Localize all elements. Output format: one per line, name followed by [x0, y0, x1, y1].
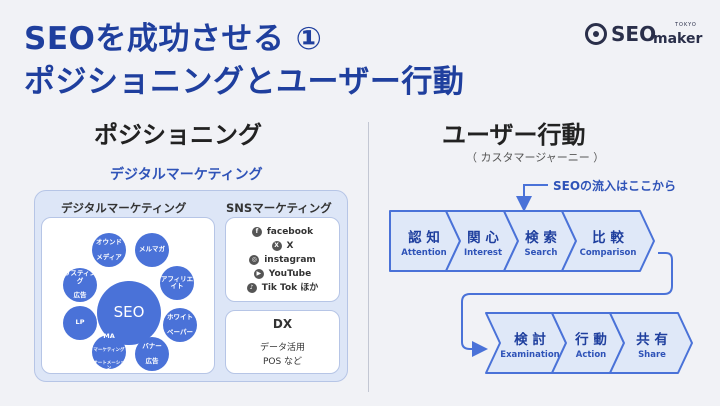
seo-entry-callout: SEOの流入はここから: [553, 179, 677, 193]
x-icon: X: [271, 240, 282, 251]
bubble-label-line: MA: [103, 332, 115, 341]
dx-line-1: データ活用: [259, 343, 305, 353]
marketing-automation-bubble: MA マーケティングオートメーション: [92, 332, 126, 371]
bubble-label-line: メルマガ: [139, 245, 165, 254]
row-connector-arrow: [461, 252, 673, 357]
mailmag-bubble: メルマガ: [135, 233, 169, 267]
bubble-label-line: 広告: [145, 356, 159, 365]
sns-item-tiktok: ♪Tik Tok ほか: [226, 281, 339, 295]
bubble-label-line: 広告: [73, 291, 87, 300]
bubble-label-line: リスティング: [63, 269, 97, 285]
logo-ring-icon: [585, 23, 607, 45]
bubble-label-line: ペーパー: [167, 327, 193, 336]
marketing-container: デジタルマーケティング SNSマーケティング SEO オウンドメディア メルマガ…: [34, 190, 348, 382]
positioning-subheading: デジタルマーケティング: [110, 167, 263, 183]
sns-item-instagram: ◎instagram: [226, 253, 339, 267]
chevron-comparison: [561, 210, 655, 272]
youtube-icon: ▶: [253, 268, 264, 279]
title-line-2: ポジショニングとユーザー行動: [24, 64, 465, 100]
affiliate-bubble: アフィリエイト: [160, 266, 194, 300]
journey-heading: ユーザー行動: [442, 121, 586, 149]
section-divider: [368, 122, 369, 392]
sns-item-youtube: ▶YouTube: [226, 267, 339, 281]
digital-marketing-label: デジタルマーケティング: [61, 201, 187, 215]
dx-line-2: POS など: [262, 357, 303, 367]
journey-note: （ カスタマージャーニー ）: [466, 151, 605, 164]
instagram-icon: ◎: [249, 254, 260, 265]
logo-text-tokyo: TOKYO: [675, 22, 697, 28]
bubble-label-line: LP: [75, 318, 85, 327]
tiktok-icon: ♪: [246, 282, 257, 293]
bubble-label-line: アフィリエイト: [160, 274, 194, 290]
owned-media-bubble: オウンドメディア: [92, 233, 126, 267]
sns-marketing-label: SNSマーケティング: [226, 201, 332, 215]
seo-bubble: SEO: [97, 281, 161, 345]
seo-maker-logo: SEO TOKYO maker: [585, 22, 705, 52]
callout-arrow: [516, 184, 548, 212]
dx-label: DX: [272, 317, 293, 331]
bubble-label-line: オウンド: [96, 237, 122, 246]
facebook-icon: f: [251, 226, 262, 237]
logo-text-seo: SEO: [611, 22, 657, 46]
bubble-label-line: バナー: [142, 341, 162, 350]
logo-text-maker: maker: [653, 31, 703, 47]
bubble-label-line: ホワイト: [167, 312, 193, 321]
positioning-heading: ポジショニング: [94, 121, 262, 149]
banner-ad-bubble: バナー広告: [135, 337, 169, 371]
dx-panel: DX データ活用 POS など: [225, 310, 340, 374]
title-line-1: SEOを成功させる ①: [24, 21, 323, 57]
bubble-label-line: オートメーション: [93, 360, 125, 371]
bubble-label-line: メディア: [96, 252, 122, 261]
whitepaper-bubble: ホワイトペーパー: [163, 308, 197, 342]
digital-marketing-panel: SEO オウンドメディア メルマガ アフィリエイト ホワイトペーパー バナー広告…: [41, 217, 215, 374]
lp-bubble: LP: [63, 306, 97, 340]
bubble-label-line: マーケティング: [93, 347, 125, 353]
chevron-share: [609, 312, 693, 374]
listing-ad-bubble: リスティング広告: [63, 268, 97, 302]
